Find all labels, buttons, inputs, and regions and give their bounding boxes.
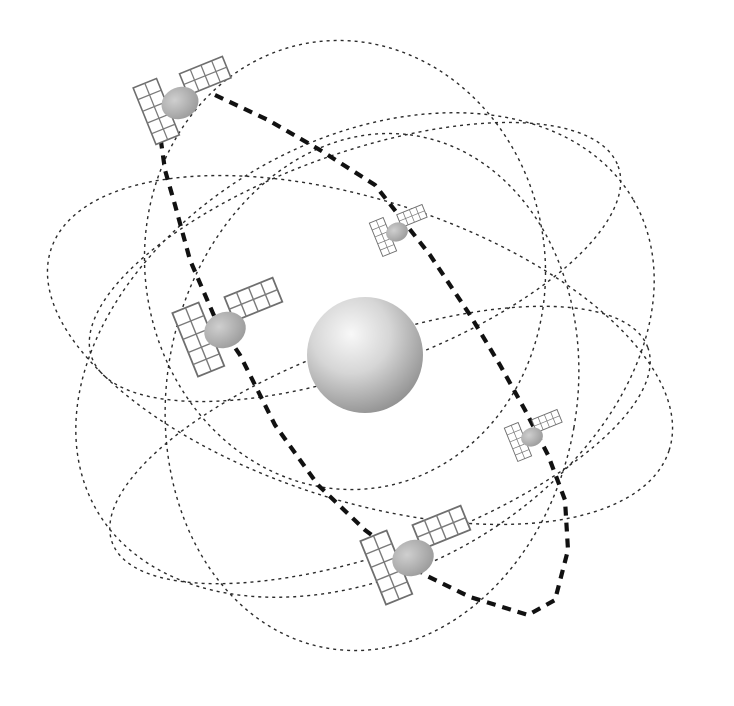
satellite-4 (504, 407, 569, 461)
satellite-5 (360, 501, 484, 604)
satellite-3 (172, 273, 296, 376)
satellite-1 (133, 53, 243, 145)
central-globe (307, 297, 423, 413)
